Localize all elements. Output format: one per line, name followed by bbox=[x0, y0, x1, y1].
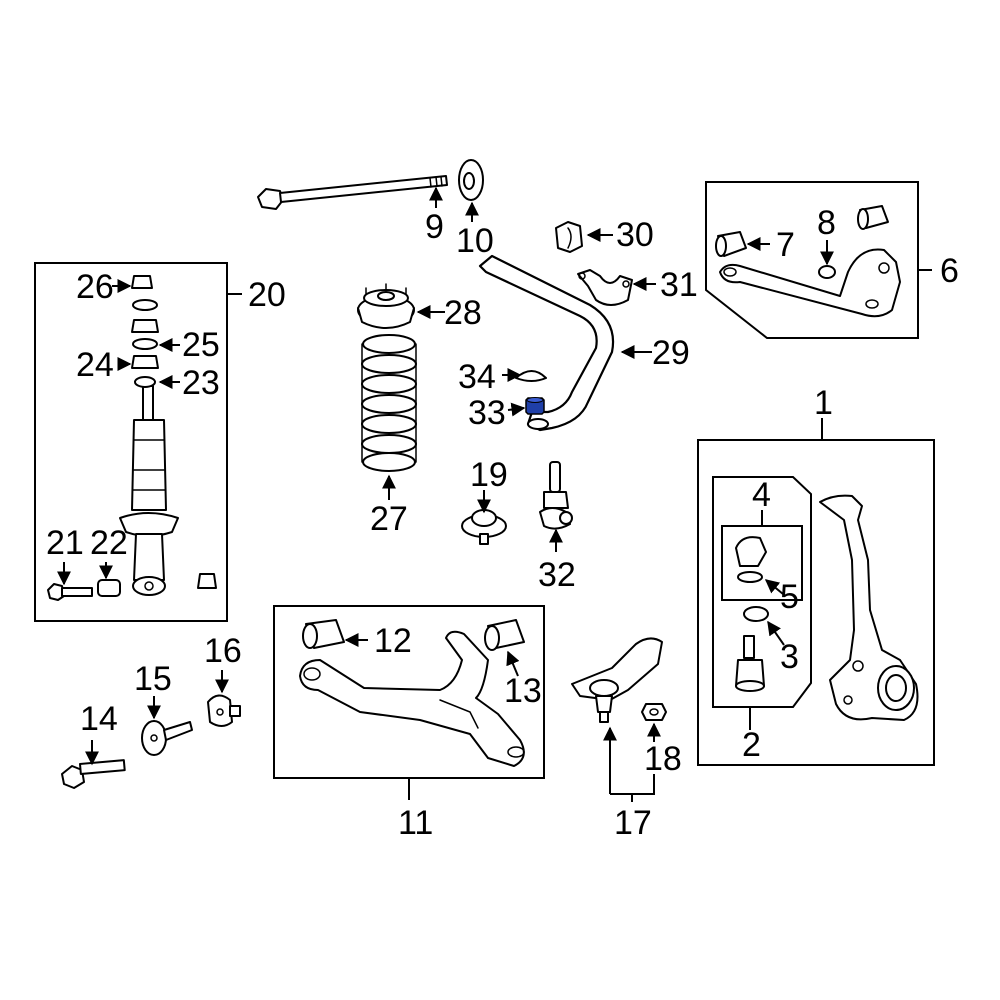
callout-31: 31 bbox=[660, 266, 698, 304]
coil-spring-part[interactable] bbox=[361, 334, 417, 472]
stabilizer-link-part[interactable] bbox=[539, 461, 573, 530]
callout-32: 32 bbox=[538, 556, 576, 594]
nut-part[interactable] bbox=[131, 275, 153, 289]
cam-bolt-part[interactable] bbox=[61, 759, 126, 789]
upper-arm-group-box bbox=[705, 181, 919, 339]
bushing-bracket-part[interactable] bbox=[577, 269, 633, 306]
snap-ring-part[interactable] bbox=[743, 606, 769, 622]
callout-5: 5 bbox=[780, 578, 799, 616]
lower-ball-joint-part[interactable] bbox=[571, 637, 663, 723]
callout-2: 2 bbox=[742, 726, 761, 764]
callout-7: 7 bbox=[776, 226, 795, 264]
callout-1: 1 bbox=[814, 384, 833, 422]
cam-plate-part[interactable] bbox=[207, 694, 241, 727]
callout-25: 25 bbox=[182, 326, 220, 364]
callout-6: 6 bbox=[940, 252, 959, 290]
upper-control-arm-part[interactable] bbox=[719, 248, 901, 318]
spring-upper-mount-part[interactable] bbox=[357, 283, 415, 329]
stabilizer-bar-part[interactable] bbox=[478, 254, 615, 432]
washer-part[interactable] bbox=[458, 159, 484, 201]
callout-labels: 1 2 3 4 5 6 7 8 9 10 11 12 13 14 15 16 1… bbox=[46, 204, 959, 842]
long-bolt-part[interactable] bbox=[257, 175, 448, 210]
callout-13: 13 bbox=[504, 672, 542, 710]
callout-22: 22 bbox=[90, 524, 128, 562]
retainer-part[interactable] bbox=[132, 299, 158, 311]
callout-18: 18 bbox=[644, 740, 682, 778]
boot-part[interactable] bbox=[735, 536, 767, 567]
callout-11: 11 bbox=[398, 804, 433, 842]
callout-12: 12 bbox=[374, 622, 412, 660]
lower-arm-bushing-front-part[interactable] bbox=[302, 619, 345, 649]
upper-ball-joint-part[interactable] bbox=[735, 635, 765, 692]
shock-absorber-part[interactable] bbox=[119, 385, 179, 596]
lower-retainer-part[interactable] bbox=[134, 376, 156, 388]
callout-24: 24 bbox=[76, 346, 114, 384]
callout-15: 15 bbox=[134, 660, 172, 698]
cushion-retainer-part[interactable] bbox=[132, 338, 158, 350]
callout-21: 21 bbox=[46, 524, 84, 562]
callout-33: 33 bbox=[468, 394, 506, 432]
shock-bolt-part[interactable] bbox=[47, 583, 93, 601]
ball-joint-nut-part[interactable] bbox=[641, 703, 667, 721]
callout-9: 9 bbox=[425, 208, 444, 246]
callout-26: 26 bbox=[76, 268, 114, 306]
callout-27: 27 bbox=[370, 500, 408, 538]
small-nut-part[interactable] bbox=[197, 573, 217, 589]
lower-control-arm-part[interactable] bbox=[299, 630, 525, 767]
steering-knuckle-part[interactable] bbox=[819, 494, 919, 721]
leader-lines bbox=[57, 186, 932, 802]
callout-28: 28 bbox=[444, 294, 482, 332]
callout-30: 30 bbox=[616, 216, 654, 254]
link-bushing-part[interactable] bbox=[525, 397, 545, 415]
ball-joint-group-box bbox=[712, 476, 812, 708]
cam-washer-part[interactable] bbox=[141, 720, 193, 756]
upper-arm-bushing-alt-part[interactable] bbox=[857, 205, 889, 230]
callout-14: 14 bbox=[80, 700, 118, 738]
shock-assembly-group-box bbox=[34, 262, 228, 622]
stabilizer-bushing-part[interactable] bbox=[555, 221, 583, 253]
callout-3: 3 bbox=[780, 638, 799, 676]
callout-4: 4 bbox=[752, 476, 771, 514]
callout-16: 16 bbox=[204, 632, 242, 670]
callout-8: 8 bbox=[817, 204, 836, 242]
callout-10: 10 bbox=[456, 222, 494, 260]
clip-part[interactable] bbox=[737, 571, 763, 583]
callout-19: 19 bbox=[470, 456, 508, 494]
upper-arm-washer-part[interactable] bbox=[818, 265, 836, 279]
cushion-washer-part[interactable] bbox=[515, 370, 547, 382]
lower-cushion-part[interactable] bbox=[131, 355, 159, 369]
upper-arm-bushing-part[interactable] bbox=[715, 231, 747, 257]
callout-17: 17 bbox=[614, 804, 652, 842]
callout-20: 20 bbox=[248, 276, 286, 314]
bump-stop-part[interactable] bbox=[461, 509, 507, 545]
shock-bushing-part[interactable] bbox=[97, 579, 121, 597]
callout-34: 34 bbox=[458, 358, 496, 396]
lower-arm-bushing-rear-part[interactable] bbox=[484, 619, 525, 651]
callout-23: 23 bbox=[182, 364, 220, 402]
callout-29: 29 bbox=[652, 334, 690, 372]
knuckle-group-box bbox=[697, 439, 935, 766]
cushion-part[interactable] bbox=[131, 319, 159, 333]
